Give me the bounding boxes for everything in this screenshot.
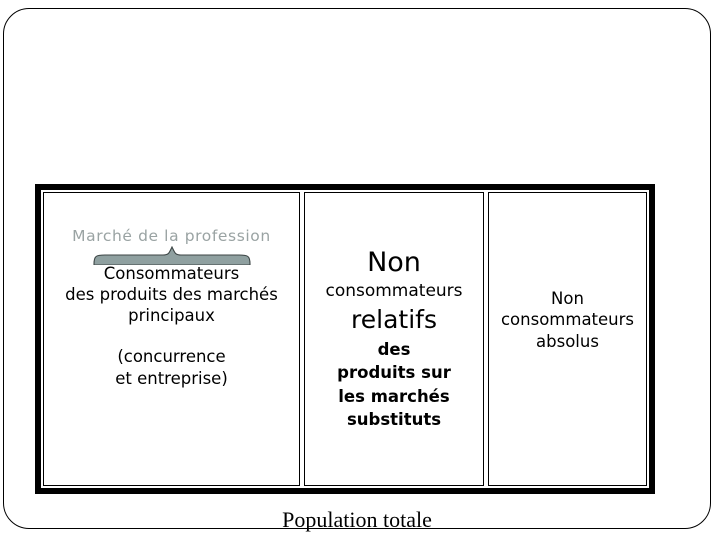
c1-sub-line-1: (concurrence [117,347,226,367]
c3-line-3: absolus [536,331,599,351]
c2-tail-text: des produits sur les marchés substituts [305,338,483,432]
c3-line-1: Non [551,289,584,308]
c2-tail-line-2: produits sur [337,363,451,383]
market-profession-annotation: Marché de la profession [72,227,271,245]
slide-frame: Marché de la profession Consommateurs de… [3,8,711,532]
c2-tail-line-3: les marchés [338,386,450,406]
c2-line-consommateurs: consommateurs [325,281,463,301]
c2-line-non: Non [367,247,421,278]
diagram-columns: Marché de la profession Consommateurs de… [41,190,649,488]
column-non-consommateurs-absolus[interactable]: Non consommateurs absolus [488,192,647,486]
c1-sub-line-2: et entreprise) [115,368,228,388]
column-3-text: Non consommateurs absolus [501,288,634,352]
column-marche-profession[interactable]: Marché de la profession Consommateurs de… [43,192,300,486]
column-non-consommateurs-relatifs[interactable]: Non consommateurs relatifs des produits … [304,192,484,486]
c1-line-2: des produits des marchés [65,285,278,305]
population-totale-caption: Population totale [282,507,432,532]
market-segmentation-diagram: Marché de la profession Consommateurs de… [35,184,655,494]
c1-line-3: principaux [128,306,215,326]
column-1-main-text: Consommateurs des produits des marchés p… [65,263,278,326]
c1-line-1: Consommateurs [103,264,240,283]
c2-line-relatifs: relatifs [351,304,437,334]
c3-line-2: consommateurs [500,310,635,330]
curly-brace-up-icon [91,246,253,265]
c2-tail-line-1: des [377,339,411,359]
column-1-sub-text: (concurrence et entreprise) [115,346,228,389]
c2-tail-line-4: substituts [346,410,442,430]
